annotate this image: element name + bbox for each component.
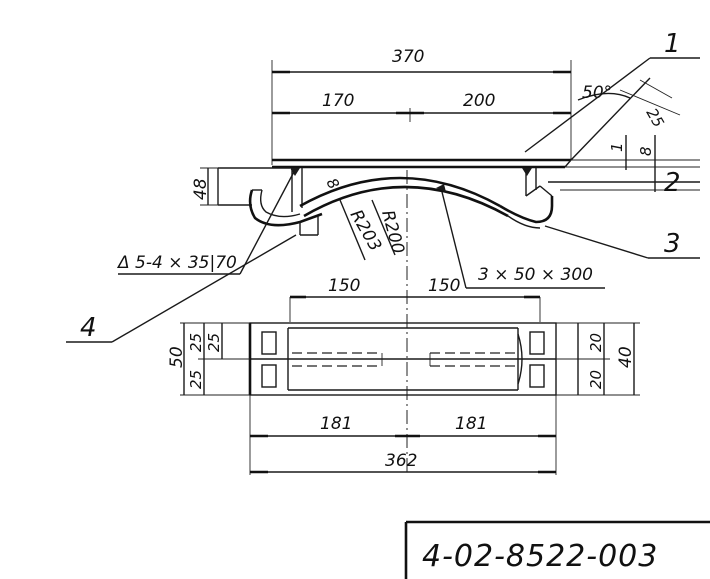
radius-leader-r200	[371, 199, 396, 256]
callout-4: 4	[80, 313, 97, 343]
mid-dimensions	[289, 295, 541, 322]
dim-370: 370	[392, 47, 424, 67]
plan-view	[248, 322, 557, 396]
left-dim-48	[200, 167, 220, 206]
dim-1-right: 1	[608, 142, 626, 152]
dim-170: 170	[322, 91, 354, 111]
bottom-dimensions	[249, 395, 557, 475]
plan-right-dims	[556, 322, 640, 396]
weld-note-leader	[239, 167, 297, 275]
dim-25-right: 25	[643, 105, 668, 131]
dim-20-plan-b: 20	[587, 370, 605, 389]
callout-2: 2	[664, 168, 681, 198]
dim-50-plan: 50	[167, 346, 187, 368]
dim-20-plan-a: 20	[587, 333, 605, 352]
callout-leaders	[66, 57, 700, 343]
callout-3: 3	[664, 229, 681, 259]
dim-48: 48	[191, 178, 211, 200]
label-r200: R200	[377, 208, 408, 256]
dim-25-plan-b: 25	[205, 333, 223, 352]
dim-150-left: 150	[328, 276, 360, 296]
title-block	[404, 520, 710, 579]
dim-181-left: 181	[320, 414, 352, 434]
weld-note: Δ 5-4 × 35|70	[116, 253, 237, 273]
dim-40-plan: 40	[616, 346, 636, 368]
dim-181-right: 181	[455, 414, 487, 434]
dim-8-right: 8	[637, 146, 655, 156]
dim-25-plan-a: 25	[187, 333, 205, 352]
dim-25-plan-c: 25	[187, 370, 205, 389]
elevation-view	[217, 158, 572, 236]
strip-note-leader	[441, 191, 467, 289]
strip-note: 3 × 50 × 300	[478, 265, 593, 285]
plan-left-dims	[180, 322, 250, 396]
radius-leader-r203	[339, 199, 366, 261]
dim-angle-50: 50°	[582, 83, 612, 103]
callout-1: 1	[664, 29, 681, 59]
dim-150-right: 150	[428, 276, 460, 296]
dim-200: 200	[463, 91, 495, 111]
drawing-code: 4-02-8522-003	[422, 539, 658, 574]
dim-362: 362	[385, 451, 417, 471]
angle-annotation	[570, 77, 681, 161]
top-dimensions	[271, 60, 572, 165]
